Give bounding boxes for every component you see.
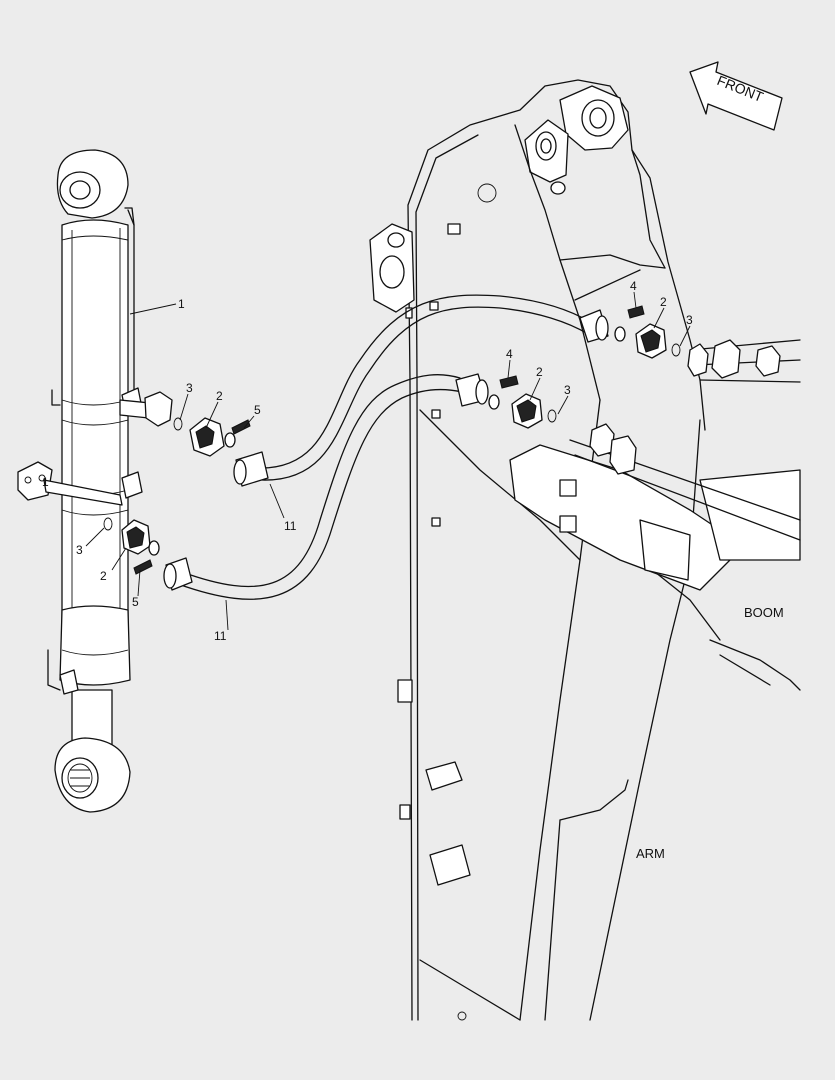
callout-cylinder: 1 — [178, 297, 185, 311]
callout-flange-upper-right: 2 — [660, 295, 667, 309]
callout-oring-upper-left: 3 — [186, 381, 193, 395]
callout-oring-upper-right: 3 — [686, 313, 693, 327]
callout-flange-upper-left: 2 — [216, 389, 223, 403]
callout-bolt-upper-right: 4 — [630, 279, 637, 293]
front-arrow: FRONT — [689, 61, 783, 131]
fittings-lower-left — [103, 517, 160, 575]
boom-label: BOOM — [744, 605, 784, 620]
callout-flange-mid-right: 2 — [536, 365, 543, 379]
fittings-upper-left — [173, 417, 251, 457]
boom-arm-structure — [369, 79, 801, 1021]
callout-bolt-lower-left: 5 — [132, 595, 139, 609]
callout-leaders — [85, 291, 691, 631]
callout-oring-mid-right: 3 — [564, 383, 571, 397]
callout-hose-lower: 11 — [214, 629, 227, 643]
callout-oring-lower-left: 3 — [76, 543, 83, 557]
hoses — [163, 294, 609, 600]
callout-bolt-mid-right: 4 — [506, 347, 513, 361]
fittings-upper-right — [614, 305, 681, 359]
fittings-mid-right — [488, 375, 557, 429]
hydraulic-cylinder — [17, 149, 173, 813]
callout-flange-lower-left: 2 — [100, 569, 107, 583]
callout-bolt-upper-left: 5 — [254, 403, 261, 417]
callout-numbers: 1 3 2 5 11 1 3 2 5 11 4 2 3 4 2 3 — [42, 279, 693, 643]
callout-cylinder-lower-mark: 1 — [42, 475, 49, 489]
callout-hose-upper: 11 — [284, 519, 297, 533]
arm-label: ARM — [636, 846, 665, 861]
